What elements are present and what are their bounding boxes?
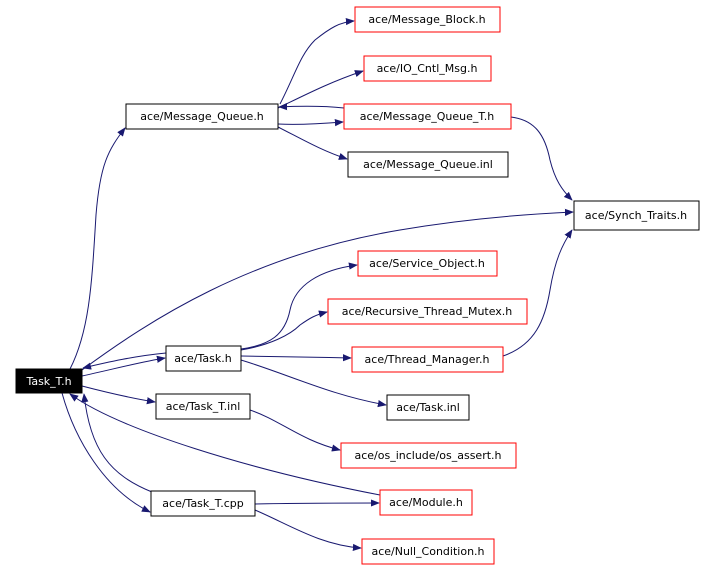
svg-text:ace/Service_Object.h: ace/Service_Object.h bbox=[369, 257, 485, 270]
node-task-inl[interactable]: ace/Task.inl bbox=[386, 394, 470, 421]
node-message-block-h[interactable]: ace/Message_Block.h bbox=[354, 6, 501, 33]
svg-text:ace/Message_Block.h: ace/Message_Block.h bbox=[368, 13, 485, 26]
svg-text:ace/Recursive_Thread_Mutex.h: ace/Recursive_Thread_Mutex.h bbox=[342, 305, 513, 318]
node-null-condition-h[interactable]: ace/Null_Condition.h bbox=[361, 538, 495, 565]
svg-text:ace/Message_Queue_T.h: ace/Message_Queue_T.h bbox=[360, 110, 495, 123]
edge-thread-manager-h-to-synch-traits-h bbox=[502, 229, 573, 357]
node-thread-manager-h[interactable]: ace/Thread_Manager.h bbox=[351, 346, 504, 373]
svg-text:ace/Task_T.cpp: ace/Task_T.cpp bbox=[162, 497, 243, 510]
svg-text:ace/Module.h: ace/Module.h bbox=[389, 496, 463, 509]
node-os-assert-h[interactable]: ace/os_include/os_assert.h bbox=[340, 442, 517, 469]
edge-task-t-cpp-to-null-condition-h bbox=[254, 509, 362, 551]
node-service-object-h[interactable]: ace/Service_Object.h bbox=[357, 250, 498, 277]
edge-task-t-h-to-message-queue-h bbox=[69, 127, 126, 370]
edge-task-t-h-to-synch-traits-h bbox=[81, 208, 574, 371]
svg-text:ace/Message_Queue.inl: ace/Message_Queue.inl bbox=[363, 158, 493, 171]
svg-text:ace/Message_Queue.h: ace/Message_Queue.h bbox=[140, 110, 264, 123]
node-task-t-inl[interactable]: ace/Task_T.inl bbox=[155, 393, 251, 420]
node-task-t-h[interactable]: Task_T.h bbox=[15, 368, 83, 394]
edge-message-queue-h-to-message-queue-inl bbox=[277, 126, 348, 160]
node-module-h[interactable]: ace/Module.h bbox=[379, 489, 473, 516]
svg-text:ace/Null_Condition.h: ace/Null_Condition.h bbox=[371, 545, 484, 558]
edge-task-t-inl-to-os-assert-h bbox=[249, 409, 341, 452]
edge-task-t-h-to-task-t-inl bbox=[81, 385, 156, 405]
edge-task-t-h-to-task-t-cpp bbox=[61, 392, 151, 513]
node-synch-traits-h[interactable]: ace/Synch_Traits.h bbox=[573, 200, 700, 231]
node-task-t-cpp[interactable]: ace/Task_T.cpp bbox=[150, 490, 256, 517]
edge-task-t-h-to-task-h bbox=[81, 355, 166, 377]
svg-text:ace/Task_T.inl: ace/Task_T.inl bbox=[166, 400, 241, 413]
edge-task-h-to-task-t-h bbox=[82, 352, 167, 370]
edge-task-h-to-thread-manager-h bbox=[240, 354, 352, 362]
node-message-queue-inl[interactable]: ace/Message_Queue.inl bbox=[347, 151, 509, 178]
edges-layer bbox=[61, 17, 574, 551]
svg-text:Task_T.h: Task_T.h bbox=[25, 375, 71, 388]
node-recursive-thread-mutex-h[interactable]: ace/Recursive_Thread_Mutex.h bbox=[327, 298, 528, 325]
edge-task-h-to-service-object-h bbox=[240, 262, 358, 350]
edge-task-t-cpp-to-task-t-h bbox=[81, 393, 153, 493]
edge-message-queue-h-to-message-queue-t-h bbox=[277, 119, 344, 127]
svg-text:ace/Task.inl: ace/Task.inl bbox=[396, 401, 460, 414]
svg-text:ace/os_include/os_assert.h: ace/os_include/os_assert.h bbox=[354, 449, 501, 462]
edge-task-h-to-task-inl bbox=[240, 359, 387, 408]
svg-text:ace/Synch_Traits.h: ace/Synch_Traits.h bbox=[585, 209, 687, 222]
svg-text:ace/Task.h: ace/Task.h bbox=[174, 352, 231, 365]
node-io-cntl-msg-h[interactable]: ace/IO_Cntl_Msg.h bbox=[363, 55, 492, 82]
edge-module-h-to-task-t-h bbox=[69, 393, 381, 496]
node-message-queue-t-h[interactable]: ace/Message_Queue_T.h bbox=[343, 103, 512, 130]
edge-message-queue-h-to-message-block-h bbox=[279, 17, 355, 105]
edge-message-queue-h-to-io-cntl-msg-h bbox=[277, 70, 364, 109]
edge-task-h-to-recursive-thread-mutex-h bbox=[240, 310, 328, 351]
nodes-layer: Task_T.h ace/Message_Queue.h ace/Message… bbox=[15, 6, 700, 565]
svg-text:ace/Thread_Manager.h: ace/Thread_Manager.h bbox=[365, 353, 490, 366]
edge-message-queue-t-h-to-message-queue-h bbox=[278, 103, 345, 111]
edge-task-t-cpp-to-module-h bbox=[254, 499, 380, 507]
edge-message-queue-t-h-to-synch-traits-h bbox=[510, 116, 573, 201]
svg-text:ace/IO_Cntl_Msg.h: ace/IO_Cntl_Msg.h bbox=[377, 62, 478, 75]
node-task-h[interactable]: ace/Task.h bbox=[165, 345, 242, 372]
node-message-queue-h[interactable]: ace/Message_Queue.h bbox=[125, 103, 279, 130]
